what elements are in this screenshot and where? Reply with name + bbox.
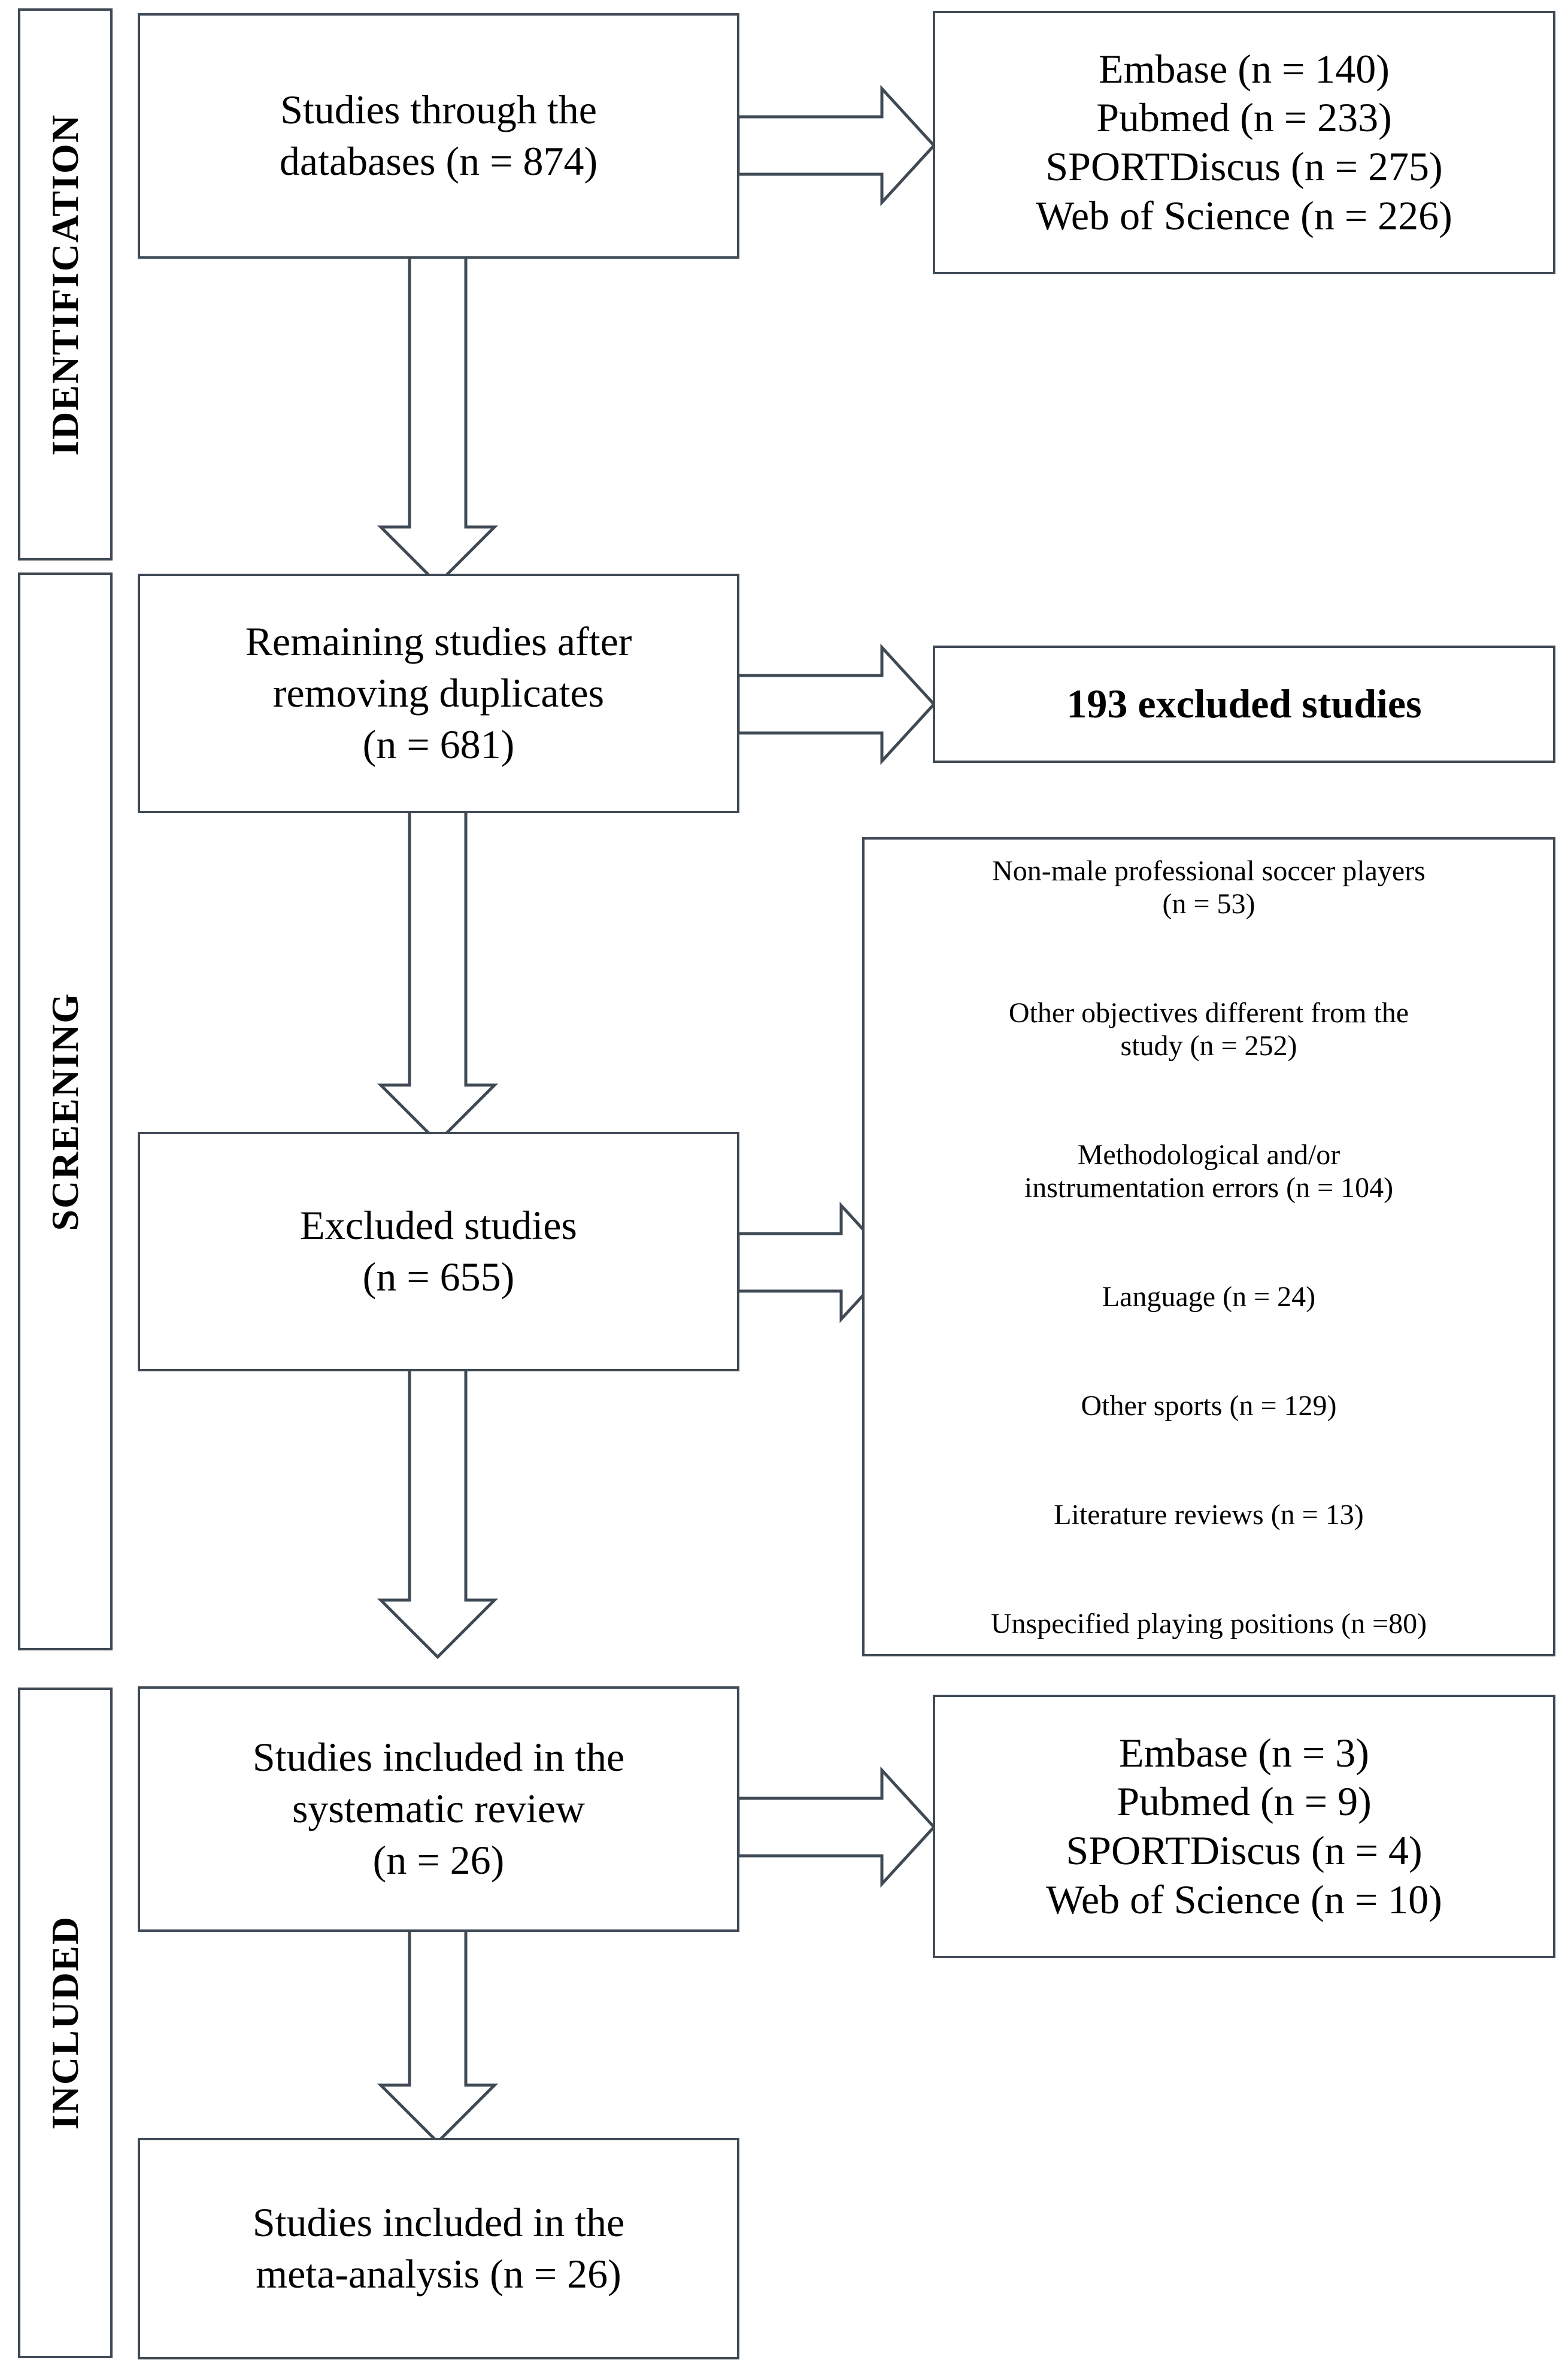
node-included-systematic-review: Studies included in the systematic revie… xyxy=(138,1686,739,1932)
arrow-after-duplicates-to-duplicates-removed xyxy=(736,643,936,765)
node-included-systematic-review-line-3: (n = 26) xyxy=(372,1837,505,1883)
stage-label-screening-text: SCREENING xyxy=(44,992,86,1231)
node-sources-identified-line-2: Pubmed (n = 233) xyxy=(1096,95,1392,141)
exclusion-reason-item: Other objectives different from the stud… xyxy=(873,997,1545,1062)
node-sources-identified-line-3: SPORTDiscus (n = 275) xyxy=(1045,144,1443,189)
node-records-after-duplicates-line-3: (n = 681) xyxy=(362,721,515,767)
node-exclusion-reasons: Non-male professional soccer players (n … xyxy=(862,837,1555,1656)
exclusion-reason-text: Unspecified playing positions (n =80) xyxy=(990,1608,1427,1640)
exclusion-reason-count: study (n = 252) xyxy=(1120,1029,1297,1062)
stage-label-screening: SCREENING xyxy=(18,572,113,1650)
exclusion-reason-item: Other sports (n = 129) xyxy=(873,1390,1545,1423)
arrow-included-review-to-sources xyxy=(736,1766,936,1888)
node-included-meta-analysis-line-2: meta-analysis (n = 26) xyxy=(256,2251,621,2297)
arrow-records-excluded-to-included-review xyxy=(377,1367,499,1659)
node-records-identified-line-2: databases (n = 874) xyxy=(279,138,598,184)
exclusion-reason-count: (n = 53) xyxy=(1162,887,1255,920)
node-records-after-duplicates-line-2: removing duplicates xyxy=(272,670,605,716)
node-sources-identified-line-4: Web of Science (n = 226) xyxy=(1036,192,1452,238)
arrow-identified-to-after-duplicates xyxy=(377,255,499,586)
stage-label-identification: IDENTIFICATION xyxy=(18,8,113,561)
node-records-after-duplicates-line-1: Remaining studies after xyxy=(245,619,632,665)
stage-label-included-text: INCLUDED xyxy=(44,1916,86,2130)
node-sources-identified: Embase (n = 140) Pubmed (n = 233) SPORTD… xyxy=(933,11,1555,274)
node-duplicates-removed: 193 excluded studies xyxy=(933,646,1555,763)
node-records-identified: Studies through the databases (n = 874) xyxy=(138,13,739,259)
node-records-after-duplicates: Remaining studies after removing duplica… xyxy=(138,574,739,813)
node-sources-included-line-3: SPORTDiscus (n = 4) xyxy=(1066,1828,1423,1873)
node-included-systematic-review-line-2: systematic review xyxy=(292,1786,586,1832)
exclusion-reason-text: Other sports (n = 129) xyxy=(1081,1389,1337,1422)
exclusion-reason-item: Language (n = 24) xyxy=(873,1281,1545,1314)
node-sources-included-line-4: Web of Science (n = 10) xyxy=(1046,1876,1442,1922)
exclusion-reason-item: Unspecified playing positions (n =80) xyxy=(873,1608,1545,1641)
stage-label-identification-text: IDENTIFICATION xyxy=(44,113,86,456)
node-included-meta-analysis: Studies included in the meta-analysis (n… xyxy=(138,2138,739,2359)
node-sources-included-line-2: Pubmed (n = 9) xyxy=(1117,1779,1372,1825)
node-included-meta-analysis-line-1: Studies included in the xyxy=(252,2200,625,2246)
exclusion-reason-item: Methodological and/or instrumentation er… xyxy=(873,1139,1545,1204)
node-records-excluded-line-2: (n = 655) xyxy=(362,1254,515,1299)
exclusion-reason-item: Non-male professional soccer players (n … xyxy=(873,855,1545,920)
node-sources-included-line-1: Embase (n = 3) xyxy=(1119,1729,1369,1776)
node-sources-included: Embase (n = 3) Pubmed (n = 9) SPORTDiscu… xyxy=(933,1695,1555,1958)
arrow-included-review-to-meta-analysis xyxy=(377,1927,499,2144)
stage-label-included: INCLUDED xyxy=(18,1688,113,2358)
node-duplicates-removed-line-1: 193 excluded studies xyxy=(1066,681,1422,727)
node-records-excluded: Excluded studies (n = 655) xyxy=(138,1132,739,1371)
arrow-identified-to-sources xyxy=(736,84,936,207)
arrow-after-duplicates-to-records-excluded xyxy=(377,810,499,1144)
node-included-systematic-review-line-1: Studies included in the xyxy=(252,1734,625,1780)
exclusion-reason-count: instrumentation errors (n = 104) xyxy=(1024,1171,1394,1204)
exclusion-reason-item: Literature reviews (n = 13) xyxy=(873,1499,1545,1532)
node-sources-identified-line-1: Embase (n = 140) xyxy=(1099,46,1390,92)
node-records-excluded-line-1: Excluded studies xyxy=(300,1202,577,1249)
exclusion-reason-text: Other objectives different from the xyxy=(1008,996,1409,1029)
exclusion-reason-text: Methodological and/or xyxy=(1077,1138,1340,1171)
exclusion-reason-text: Literature reviews (n = 13) xyxy=(1054,1499,1364,1531)
exclusion-reason-text: Non-male professional soccer players xyxy=(992,855,1426,887)
exclusion-reason-text: Language (n = 24) xyxy=(1102,1280,1316,1313)
node-records-identified-line-1: Studies through the xyxy=(280,87,597,133)
